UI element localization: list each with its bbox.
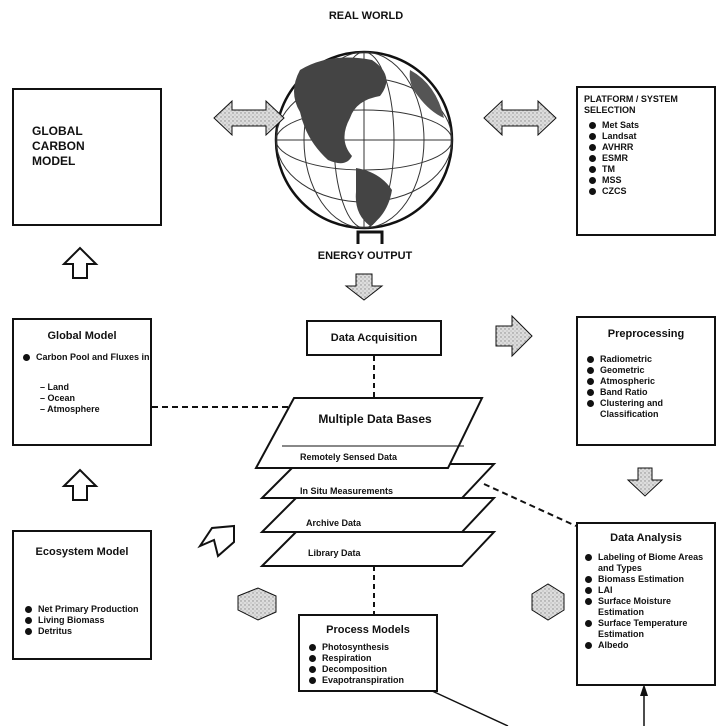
arrow-pre-to-analysis (626, 467, 664, 497)
db-label-insitu: In Situ Measurements (300, 486, 394, 496)
db-label-archive: Archive Data (306, 518, 362, 528)
list-item: Living Biomass (24, 615, 144, 626)
double-arrow-left (213, 99, 285, 137)
list-item: Albedo (584, 640, 716, 651)
globe-icon (274, 50, 454, 230)
energy-down-arrow (344, 273, 384, 301)
global-carbon-line-2: CARBON (32, 139, 85, 153)
list-item: Geometric (586, 365, 706, 376)
up-arrow-to-carbon (61, 246, 99, 279)
list-item: MSS (588, 175, 639, 186)
list-item: Atmospheric (586, 376, 706, 387)
up-arrow-to-global (61, 468, 99, 501)
ecosystem-model-box: Ecosystem Model Net Primary Production L… (12, 530, 152, 660)
list-item: Band Ratio (586, 387, 706, 398)
platform-list: Met Sats Landsat AVHRR ESMR TM MSS CZCS (588, 120, 639, 197)
db-label-remote: Remotely Sensed Data (300, 452, 398, 462)
list-item: Detritus (24, 626, 144, 637)
global-model-box: Global Model Carbon Pool and Fluxes in –… (12, 318, 152, 446)
global-model-sublist: – Land – Ocean – Atmosphere (26, 382, 100, 415)
platform-title-1: PLATFORM / SYSTEM (584, 94, 678, 104)
list-item: CZCS (588, 186, 639, 197)
preprocessing-list: Radiometric Geometric Atmospheric Band R… (586, 354, 706, 420)
db-label-library: Library Data (308, 548, 361, 558)
list-item: TM (588, 164, 639, 175)
arrow-analysis-to-process (531, 583, 565, 621)
ecosystem-model-title: Ecosystem Model (35, 546, 129, 558)
arrow-process-to-ecosystem (237, 587, 277, 621)
preprocessing-title: Preprocessing (607, 328, 685, 340)
platform-selection-box: PLATFORM / SYSTEM SELECTION Met Sats Lan… (576, 86, 716, 236)
list-item: – Atmosphere (40, 404, 100, 414)
list-item: Surface Moisture Estimation (584, 596, 716, 618)
list-item: Landsat (588, 131, 639, 142)
data-analysis-list: Labeling of Biome Areas and Types Biomas… (584, 552, 716, 651)
list-item: Net Primary Production (24, 604, 144, 615)
list-item: AVHRR (588, 142, 639, 153)
list-item: Surface Temperature Estimation (584, 618, 716, 640)
energy-output-label: ENERGY OUTPUT (317, 250, 413, 262)
global-carbon-line-3: MODEL (32, 154, 76, 168)
list-item: Biomass Estimation (584, 574, 716, 585)
db-layer-archive (259, 497, 497, 533)
global-carbon-model-box: GLOBAL CARBON MODEL (12, 88, 162, 226)
list-item: Photosynthesis (308, 642, 434, 653)
platform-title-2: SELECTION (584, 105, 636, 115)
data-analysis-title: Data Analysis (610, 532, 682, 544)
list-item: LAI (584, 585, 716, 596)
global-carbon-line-1: GLOBAL (32, 124, 83, 138)
real-world-label: REAL WORLD (328, 10, 404, 22)
list-item: Met Sats (588, 120, 639, 131)
list-item: – Ocean (40, 393, 76, 403)
list-item: ESMR (588, 153, 639, 164)
db-layer-library (259, 531, 497, 567)
arrow-to-ecosystem (197, 524, 235, 558)
process-models-list: Photosynthesis Respiration Decomposition… (308, 642, 434, 686)
list-item: Decomposition (308, 664, 434, 675)
list-item: Clustering and Classification (586, 398, 706, 420)
data-acquisition-box: Data Acquisition (306, 320, 442, 356)
list-item: Carbon Pool and Fluxes in (22, 352, 150, 363)
process-models-title: Process Models (326, 624, 410, 636)
arrow-to-preprocessing (495, 314, 533, 358)
ecosystem-list: Net Primary Production Living Biomass De… (24, 604, 144, 637)
list-item: Radiometric (586, 354, 706, 365)
databases-title: Multiple Data Bases (318, 412, 432, 426)
list-item: Respiration (308, 653, 434, 664)
data-analysis-box: Data Analysis Labeling of Biome Areas an… (576, 522, 716, 686)
double-arrow-right (483, 99, 557, 137)
preprocessing-box: Preprocessing Radiometric Geometric Atmo… (576, 316, 716, 446)
data-acquisition-title: Data Acquisition (330, 332, 418, 344)
global-model-title: Global Model (47, 330, 117, 342)
db-layer-top (254, 397, 484, 469)
process-models-box: Process Models Photosynthesis Respiratio… (298, 614, 438, 692)
global-model-list: Carbon Pool and Fluxes in (22, 352, 150, 363)
list-item: Labeling of Biome Areas and Types (584, 552, 716, 574)
list-item: – Land (40, 382, 70, 392)
list-item: Evapotranspiration (308, 675, 434, 686)
